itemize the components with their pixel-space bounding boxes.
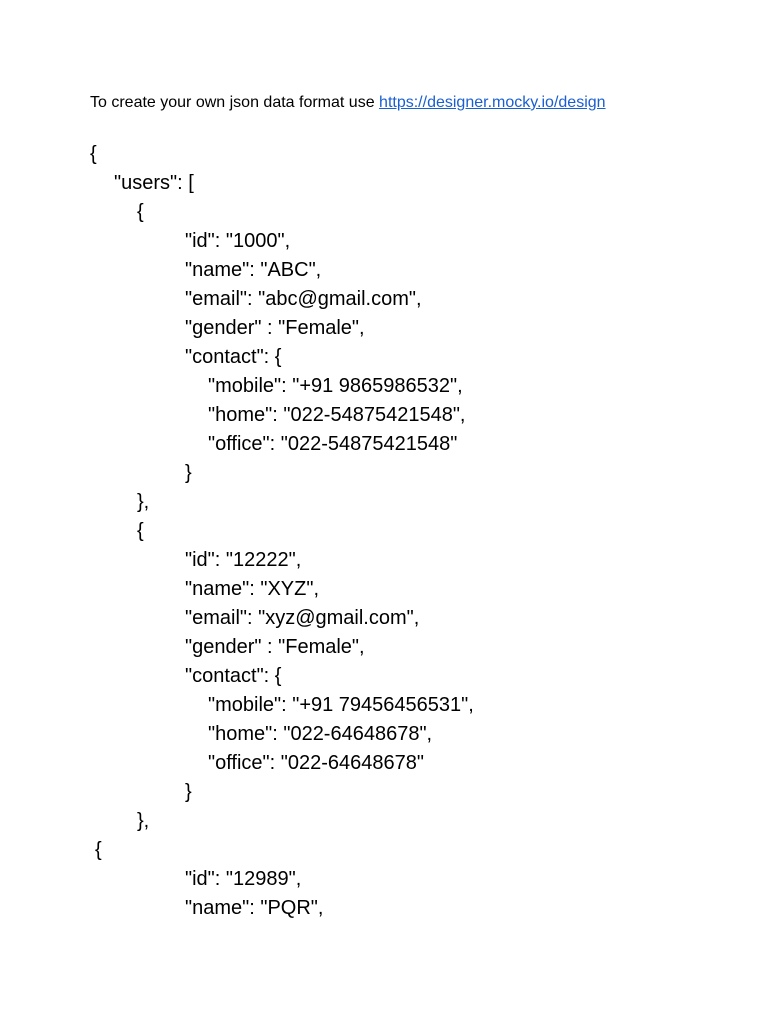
code-line: "users": [	[114, 172, 194, 194]
code-line: "id": "12989",	[185, 868, 302, 890]
intro-paragraph: To create your own json data format use …	[90, 93, 606, 113]
code-line: {	[137, 201, 144, 223]
code-line: "name": "PQR",	[185, 897, 324, 919]
code-line: }	[185, 781, 192, 803]
code-line: "mobile": "+91 79456456531",	[208, 694, 474, 716]
code-line: {	[137, 520, 144, 542]
code-line: "email": "xyz@gmail.com",	[185, 607, 420, 629]
code-line: {	[95, 839, 102, 861]
code-line: "gender" : "Female",	[185, 636, 365, 658]
code-line: }	[185, 462, 192, 484]
code-line: "name": "ABC",	[185, 259, 322, 281]
code-line: {	[90, 143, 97, 165]
mocky-design-link[interactable]: https://designer.mocky.io/design	[379, 94, 606, 111]
code-line: "office": "022-64648678"	[208, 752, 424, 774]
code-line: "email": "abc@gmail.com",	[185, 288, 422, 310]
intro-text: To create your own json data format use	[90, 94, 380, 111]
code-line: },	[137, 491, 150, 513]
code-line: },	[137, 810, 150, 832]
code-line: "id": "1000",	[185, 230, 291, 252]
code-line: "name": "XYZ",	[185, 578, 319, 600]
code-line: "contact": {	[185, 665, 282, 687]
code-line: "gender" : "Female",	[185, 317, 365, 339]
code-line: "contact": {	[185, 346, 282, 368]
code-line: "home": "022-64648678",	[208, 723, 433, 745]
code-line: "office": "022-54875421548"	[208, 433, 458, 455]
code-line: "id": "12222",	[185, 549, 302, 571]
code-line: "mobile": "+91 9865986532",	[208, 375, 463, 397]
code-line: "home": "022-54875421548",	[208, 404, 466, 426]
